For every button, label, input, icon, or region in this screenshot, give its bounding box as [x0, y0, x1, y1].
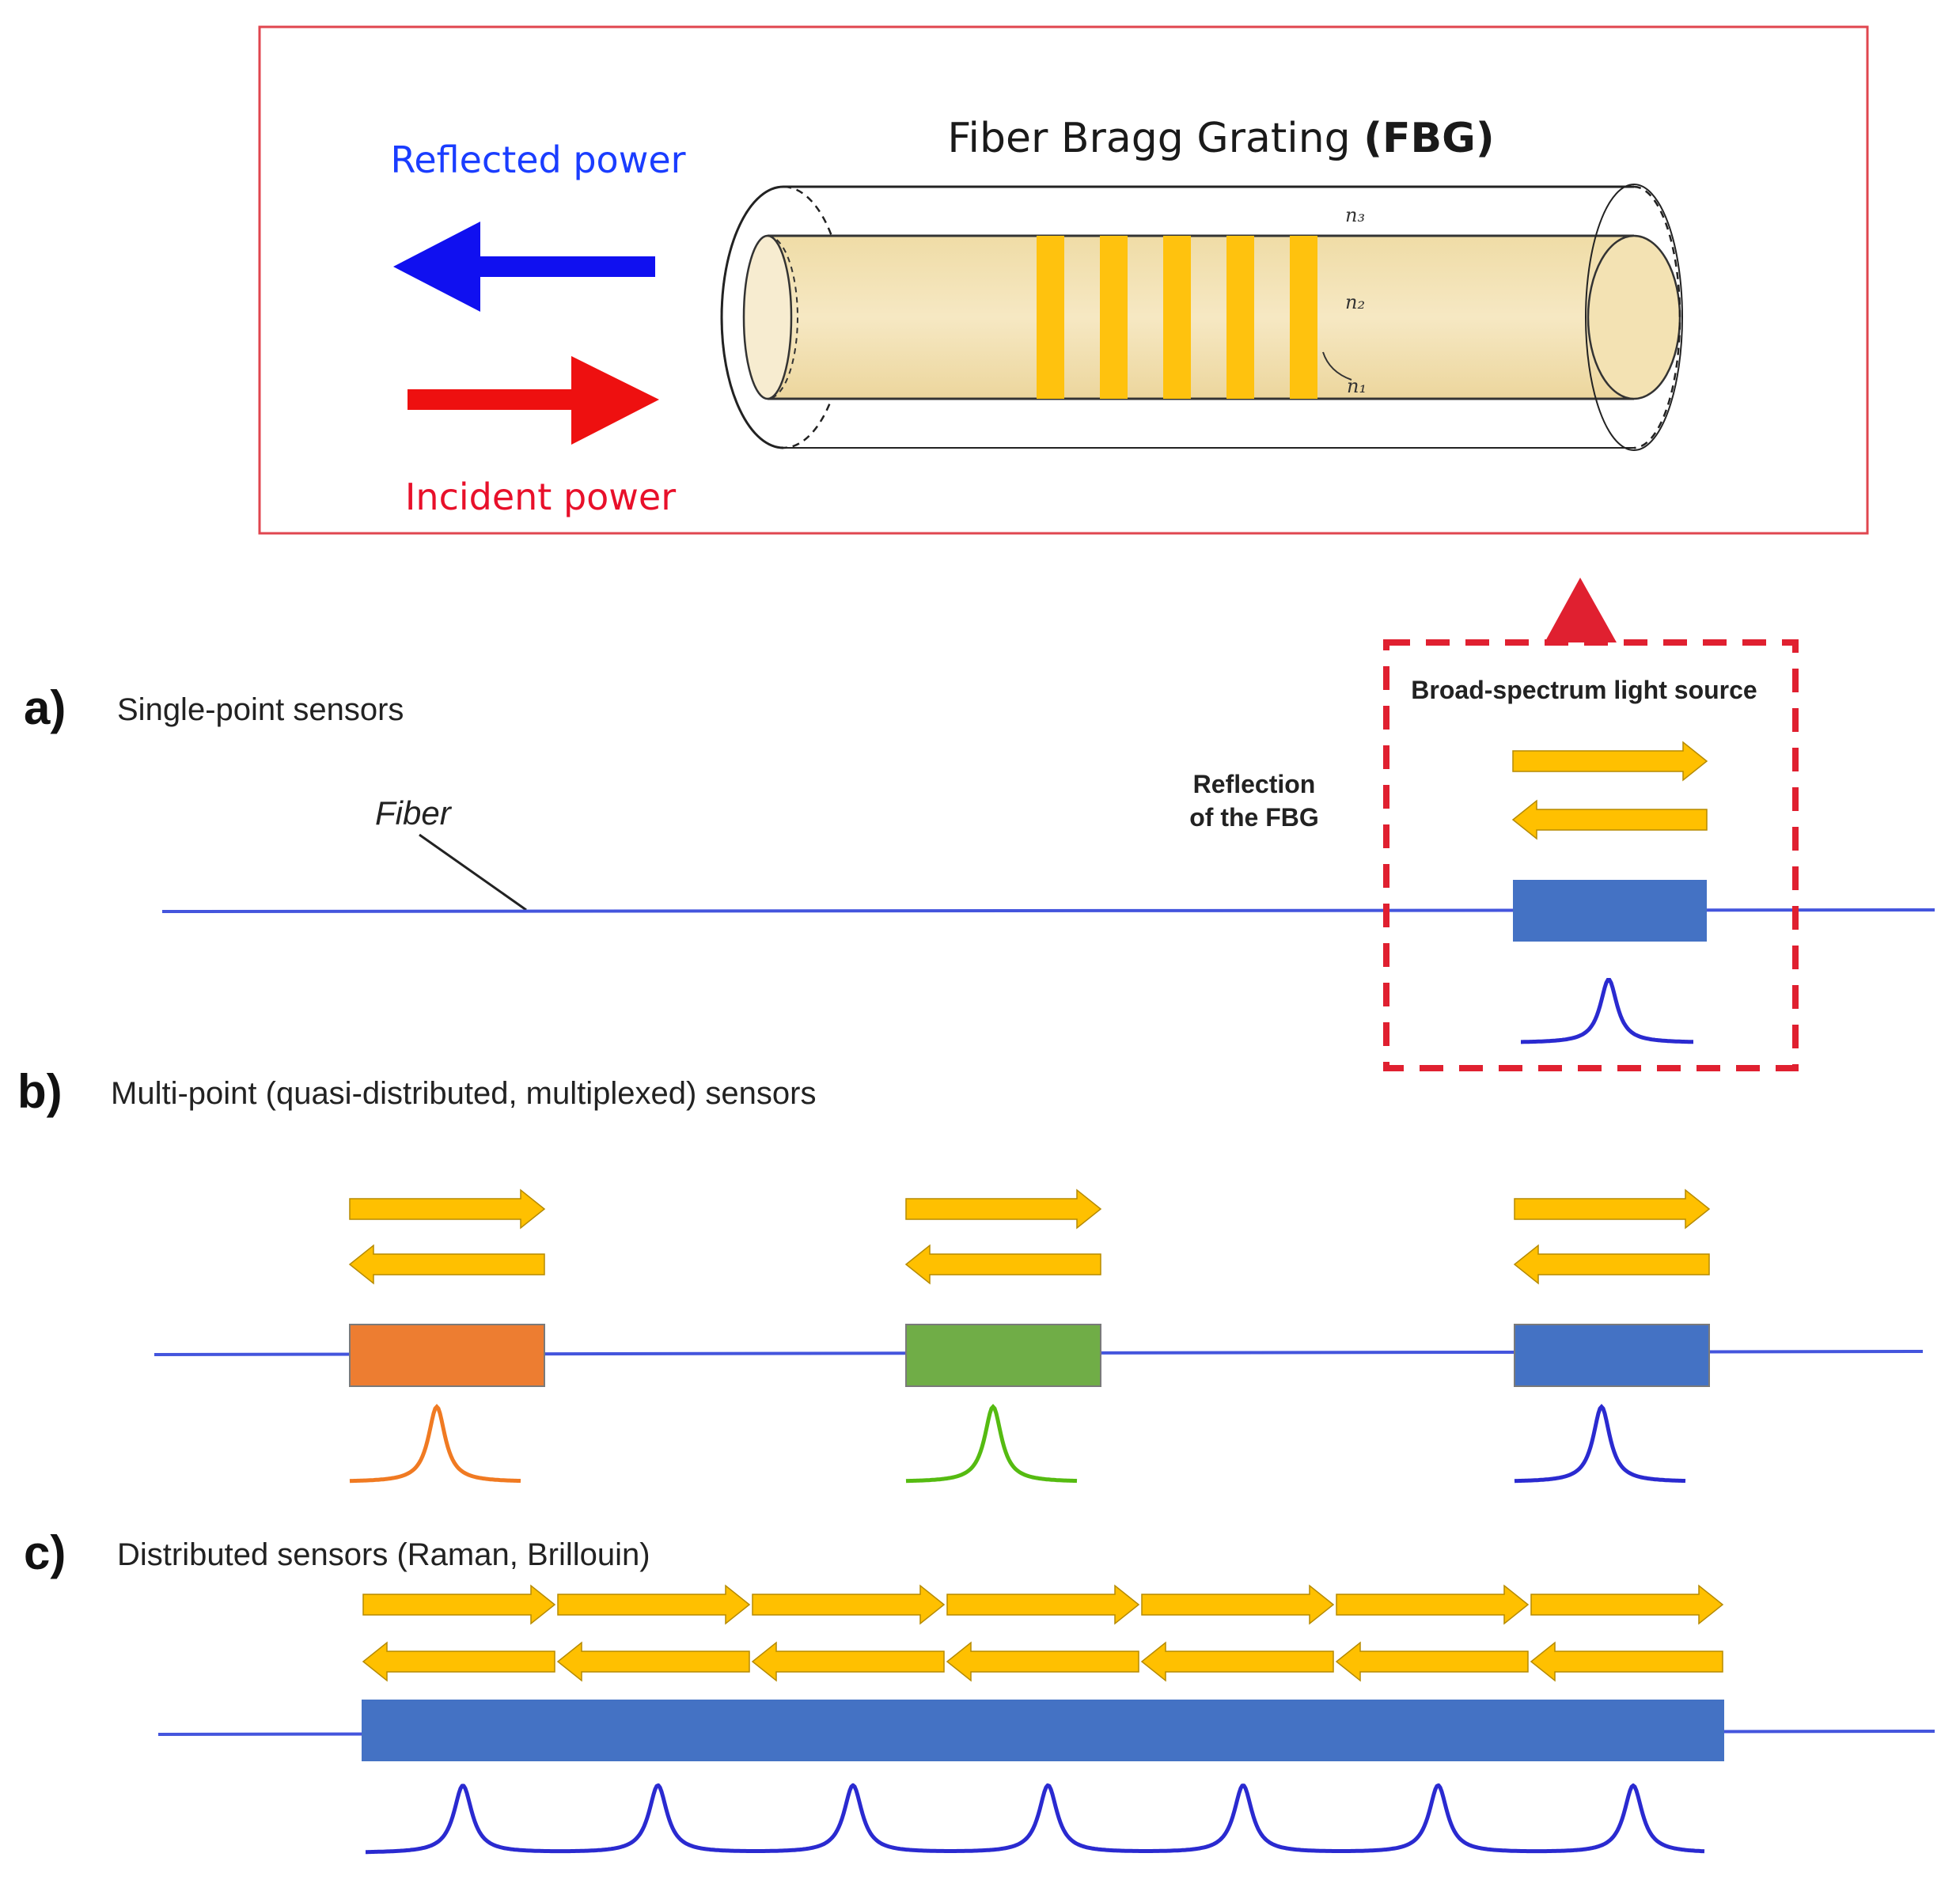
grating-band	[1037, 236, 1064, 399]
reflected-power-label: Reflected power	[390, 138, 685, 181]
incident-arrow-segment	[557, 1584, 751, 1625]
reflected-power-arrow	[393, 222, 655, 312]
fbg-panel-title: Fiber Bragg Grating (FBG)	[947, 115, 1494, 162]
svg-text:n₃: n₃	[1345, 204, 1365, 226]
reflection-label-line2: of the FBG	[1189, 803, 1319, 832]
fbg-sensor-a	[1511, 741, 1708, 1044]
section-c-letter: c)	[24, 1526, 66, 1579]
reflected-arrow	[1511, 799, 1708, 840]
reflection-peak	[905, 1404, 1078, 1484]
incident-arrow-segment	[362, 1584, 556, 1625]
fiber-label: Fiber	[375, 794, 453, 832]
incident-arrow	[905, 1188, 1102, 1230]
zoom-indicator-triangle	[1545, 578, 1617, 642]
fbg-sensor-block	[905, 1324, 1101, 1387]
reflected-arrow-segment	[556, 1641, 750, 1682]
light-source-label: Broad-spectrum light source	[1411, 676, 1757, 704]
svg-text:n₂: n₂	[1345, 291, 1365, 313]
incident-arrow	[1514, 1188, 1711, 1230]
grating-band	[1163, 236, 1191, 399]
fbg-sensor-orange	[348, 1188, 546, 1484]
incident-arrow-segment	[1530, 1584, 1724, 1625]
reflected-arrow	[348, 1244, 545, 1285]
incident-arrow	[349, 1188, 546, 1230]
grating-band	[1100, 236, 1128, 399]
fbg-sensor-block	[1513, 880, 1707, 942]
reflection-label: Reflection	[1193, 770, 1316, 798]
section-b-letter: b)	[17, 1065, 63, 1118]
reflection-peak	[1521, 978, 1693, 1044]
incident-arrow-segment	[1336, 1584, 1530, 1625]
distributed-arrows	[362, 1584, 1724, 1682]
reflected-arrow-segment	[751, 1641, 945, 1682]
incident-arrow-segment	[946, 1584, 1140, 1625]
fbg-sensor-block	[349, 1324, 545, 1387]
distributed-spectrum-peaks	[365, 1783, 1705, 1855]
reflected-arrow	[904, 1244, 1101, 1285]
fbg-sensor-block	[1514, 1324, 1710, 1387]
incident-arrow-segment	[752, 1584, 946, 1625]
incident-arrow	[1512, 741, 1708, 782]
reflected-arrow-segment	[1140, 1641, 1334, 1682]
reflection-peak	[1514, 1404, 1686, 1484]
incident-power-label: Incident power	[405, 476, 676, 518]
section-a-title: Single-point sensors	[117, 692, 404, 727]
reflected-arrow-segment	[946, 1641, 1139, 1682]
reflected-arrow	[1513, 1244, 1710, 1285]
section-a-letter: a)	[24, 681, 66, 734]
grating-band	[1290, 236, 1317, 399]
reflected-arrow-segment	[362, 1641, 555, 1682]
reflected-arrow-segment	[1530, 1641, 1723, 1682]
fiber-label-leader	[419, 833, 527, 911]
fbg-fiber-cylinder: n₃ n₂ n₁	[720, 184, 1683, 451]
section-c-title: Distributed sensors (Raman, Brillouin)	[117, 1537, 650, 1572]
fbg-sensors-b	[348, 1188, 1711, 1484]
section-b-title: Multi-point (quasi-distributed, multiple…	[111, 1076, 816, 1111]
fbg-sensor-green	[904, 1188, 1102, 1484]
distributed-sensing-bar	[362, 1700, 1724, 1761]
fbg-panel-frame	[258, 25, 1869, 535]
reflected-arrow-segment	[1335, 1641, 1529, 1682]
incident-power-arrow	[408, 356, 659, 445]
light-source-dashed-box	[1383, 639, 1799, 1071]
incident-arrow-segment	[1141, 1584, 1335, 1625]
fbg-sensor-blue	[1513, 1188, 1711, 1484]
reflection-peak	[349, 1404, 521, 1484]
grating-band	[1226, 236, 1254, 399]
